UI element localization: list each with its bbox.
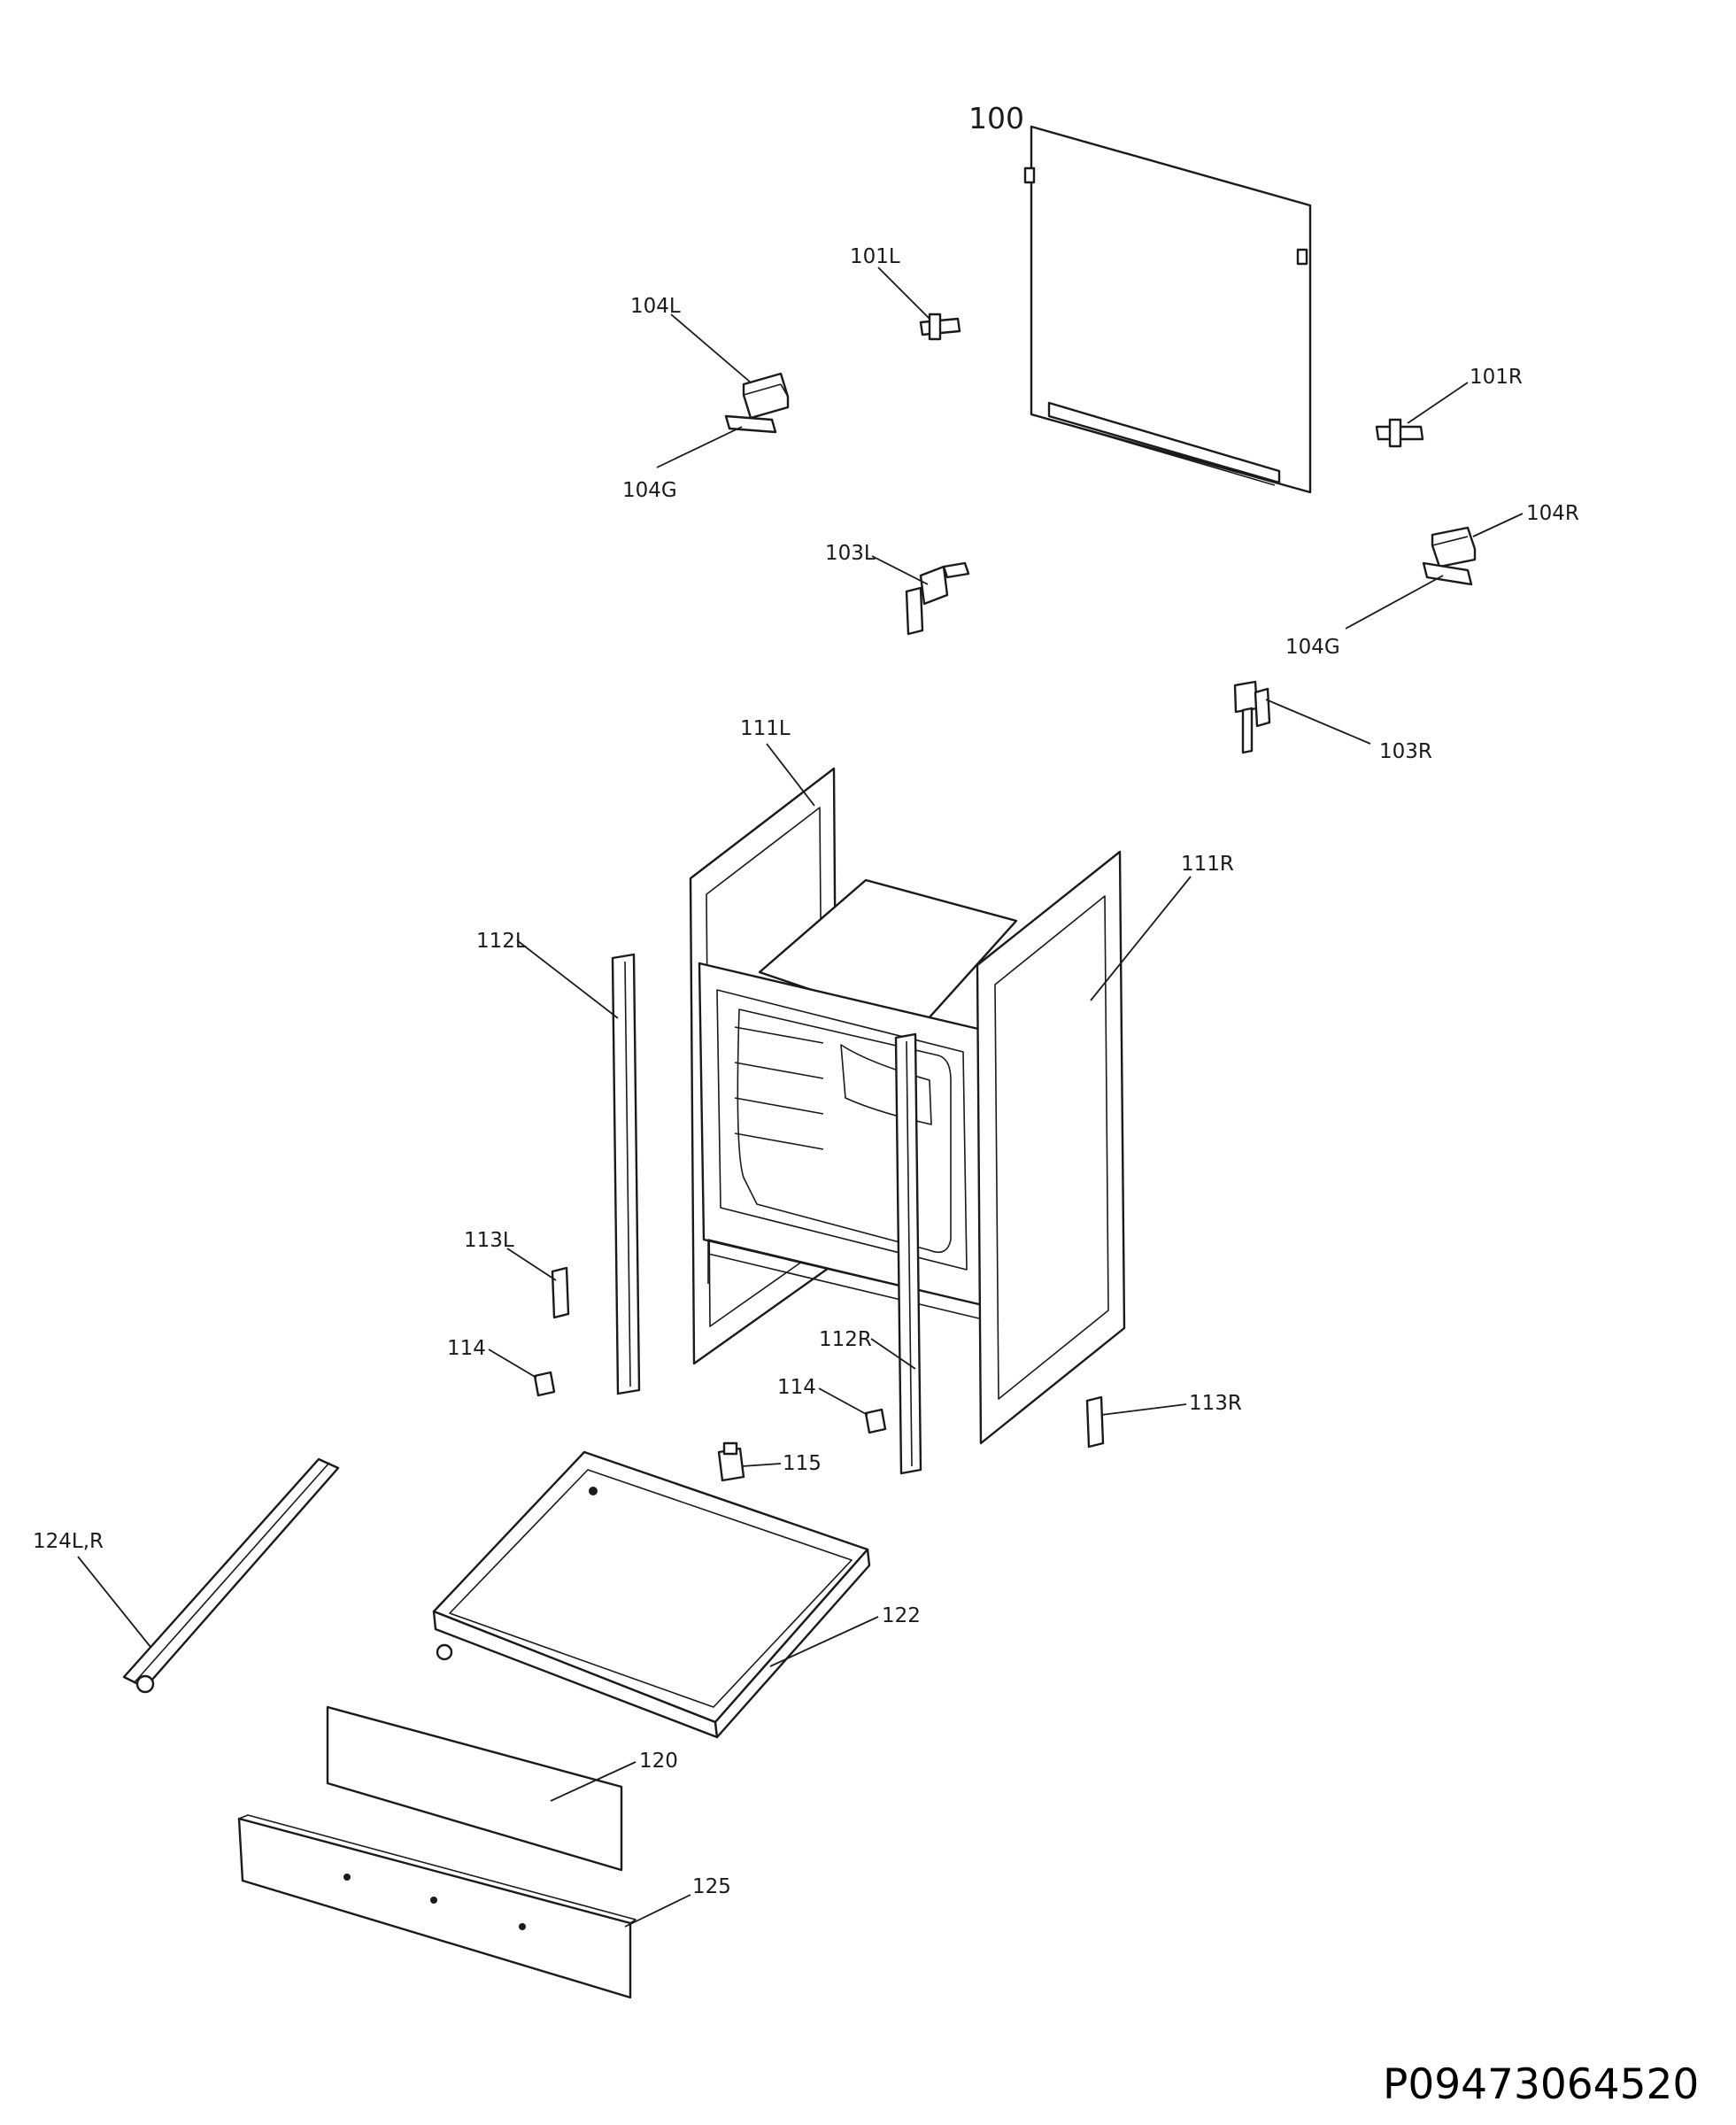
part-101R-pin [1375,418,1424,448]
callout-124: 124L,R [33,1530,104,1553]
leader-125 [624,1894,691,1928]
callout-111L: 111L [740,717,791,740]
leader-124 [77,1556,151,1648]
part-112R-upright-rail [894,1032,922,1475]
leader-114-right [818,1387,868,1416]
callout-111R: 111R [1181,853,1234,876]
callout-103L: 103L [825,542,876,565]
callout-114-left: 114 [447,1337,486,1360]
leader-112R [870,1338,916,1370]
part-114-clip-left [533,1371,556,1397]
part-111R-side-panel [976,850,1126,1445]
callout-104G-left: 104G [622,479,677,502]
part-104L-hinge-block [742,372,790,420]
leader-101L [877,267,930,320]
part-120-kick-panel [326,1705,623,1872]
document-id: P09473064520 [1383,2060,1699,2109]
leader-111R [1090,876,1192,1001]
callout-104G-right: 104G [1285,636,1340,659]
leader-111L [766,743,815,807]
callout-103R: 103R [1379,740,1432,763]
callout-125: 125 [692,1875,731,1898]
leader-103R [1265,699,1371,745]
callout-120: 120 [639,1750,678,1773]
leader-104G-left [656,426,743,468]
callout-114-right: 114 [777,1376,816,1399]
callout-113R: 113R [1189,1392,1242,1415]
part-100-top-panel [1023,125,1312,494]
leader-104R [1472,513,1524,537]
leader-114-left [488,1348,537,1379]
part-103R-bracket [1233,680,1271,754]
leader-112L [516,939,619,1019]
callout-100: 100 [968,101,1024,135]
callout-122: 122 [882,1604,921,1627]
callout-112R: 112R [819,1328,872,1351]
part-104G-right-plate [1422,561,1473,586]
leader-104L [670,313,752,383]
leader-104G-right [1345,575,1444,630]
part-114-clip-right [864,1408,887,1434]
part-103L-bracket [905,561,970,636]
callout-101L: 101L [850,245,900,268]
callout-104R: 104R [1526,502,1579,525]
callout-115: 115 [783,1452,822,1475]
part-112L-upright-rail [611,953,641,1395]
part-104G-left-plate [724,414,777,434]
leader-115 [741,1463,782,1467]
part-124-slide-rail [122,1457,340,1694]
leader-122 [769,1616,879,1667]
part-113L-latch [551,1266,570,1319]
callout-104L: 104L [630,295,681,318]
part-101L-pin [919,313,961,341]
callout-101R: 101R [1470,366,1523,389]
callout-112L: 112L [476,930,527,953]
part-104R-hinge-block [1431,526,1477,568]
part-113R-latch [1085,1395,1105,1449]
leader-103L [871,555,929,585]
leader-120 [550,1761,637,1802]
leader-113R [1100,1403,1187,1416]
part-125-plinth-rail [237,1814,637,1999]
part-115-foot [717,1441,745,1482]
leader-101R [1407,382,1469,424]
part-122-base-tray [432,1450,871,1739]
leader-113L [506,1248,557,1281]
callout-113L: 113L [464,1229,514,1252]
part-oven-cavity-body [689,767,1018,1365]
